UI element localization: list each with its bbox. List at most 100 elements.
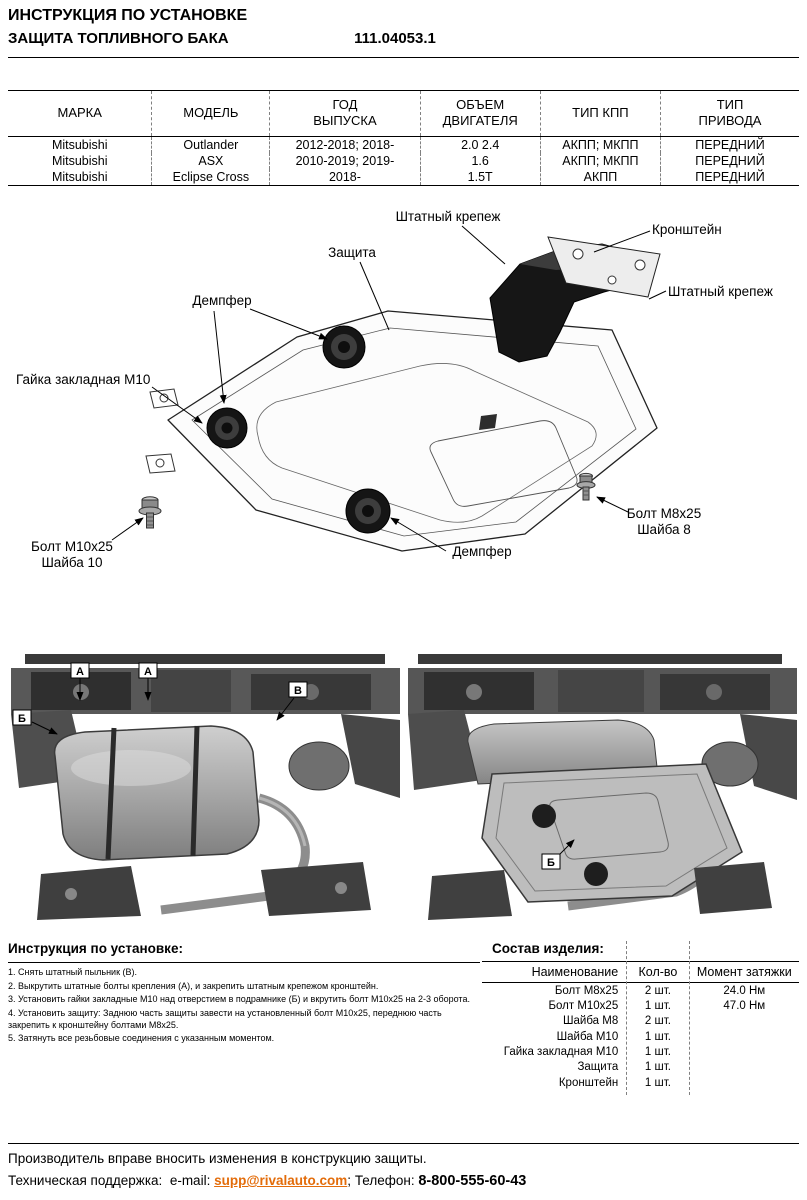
label-standard-fastener-right: Штатный крепеж (668, 284, 773, 299)
manufacturer-note: Производитель вправе вносить изменения в… (8, 1151, 427, 1166)
parts-cell: 24.0 Нм (723, 984, 766, 997)
parts-row: Шайба М10 1 шт. (482, 1029, 799, 1044)
parts-cell: 1 шт. (644, 999, 671, 1012)
fitment-cell: Mitsubishi (51, 169, 108, 184)
photo-after-install: Б (408, 654, 797, 920)
page-title: ИНСТРУКЦИЯ ПО УСТАНОВКЕ (8, 7, 248, 24)
parts-cell: 1 шт. (644, 1046, 671, 1058)
fitment-header-brand: МАРКА (8, 90, 152, 137)
parts-cell (690, 1029, 799, 1044)
fitment-row: Mitsubishi Eclipse Cross 2018- 1.5T АКПП… (8, 168, 799, 185)
marker-B-right: Б (541, 839, 575, 870)
parts-divider (626, 941, 627, 1095)
label-bolt-m10: Болт М10х25 (31, 539, 113, 554)
parts-row: Кронштейн 1 шт. (482, 1075, 799, 1090)
phone-number: 8-800-555-60-43 (418, 1173, 527, 1189)
assembly-diagram-svg: Штатный крепеж Кронштейн Защита Штатный … (16, 209, 773, 570)
label-standard-fastener-top: Штатный крепеж (396, 209, 501, 224)
instruction-step: 2. Выкрутить штатные болты крепления (А)… (8, 980, 379, 991)
instruction-step: 3. Установить гайки закладные М10 над от… (8, 994, 470, 1005)
label-washer-10: Шайба 10 (41, 555, 102, 570)
support-label: Техническая поддержка: (8, 1173, 163, 1188)
fitment-header-engine: ОБЪЕМ ДВИГАТЕЛЯ (419, 90, 541, 137)
instruction-step: 1. Снять штатный пыльник (В). (8, 967, 138, 977)
parts-cell (690, 1060, 799, 1075)
svg-text:В: В (294, 685, 302, 697)
parts-list: Состав изделия: Наименование Кол-во Моме… (482, 941, 799, 1101)
parts-cell: Болт М8х25 (554, 984, 619, 997)
subframe (428, 862, 772, 920)
footer-divider (8, 1143, 799, 1144)
damper-bottom (345, 488, 391, 534)
fitment-cell: Eclipse Cross (151, 168, 270, 185)
photo-before-install: А А В Б (11, 654, 400, 920)
part-number: 111.04053.1 (354, 30, 436, 47)
label-rivet-nut: Гайка закладная М10 (16, 372, 150, 387)
fitment-cell: 2010-2019; 2019- (269, 152, 421, 169)
parts-header-qty: Кол-во (626, 961, 690, 983)
svg-text:А: А (144, 666, 152, 678)
parts-cell (690, 1014, 799, 1029)
parts-cell (690, 1075, 799, 1090)
fitment-header-model: МОДЕЛЬ (151, 90, 270, 137)
parts-row: Болт М10х25 1 шт. 47.0 Нм (482, 998, 799, 1013)
fitment-table: МАРКА МОДЕЛЬ ГОД ВЫПУСКА ОБЪЕМ ДВИГАТЕЛЯ… (8, 90, 799, 186)
diagram-labels: Штатный крепеж Кронштейн Защита Штатный … (16, 209, 773, 570)
parts-header-torque: Момент затяжки (689, 961, 799, 983)
svg-text:А: А (76, 666, 84, 678)
instruction-step: 4. Установить защиту: Заднюю часть защит… (8, 1008, 442, 1030)
fitment-header-gearbox: ТИП КПП (539, 90, 661, 137)
marker-V: В (276, 681, 308, 721)
protection-plate (145, 310, 658, 552)
fitment-cell: 2012-2018; 2018- (269, 136, 421, 153)
fitment-header-row: МАРКА МОДЕЛЬ ГОД ВЫПУСКА ОБЪЕМ ДВИГАТЕЛЯ… (8, 90, 799, 137)
parts-cell: 1 шт. (644, 1076, 671, 1089)
marker-A1: А (70, 662, 90, 701)
fitment-cell: ASX (151, 152, 270, 169)
mounting-bracket (489, 236, 661, 363)
fitment-cell: АКПП; МКПП (539, 136, 661, 153)
bolt-m10-icon (138, 496, 162, 529)
parts-heading: Состав изделия: (492, 941, 604, 956)
parts-cell: 1 шт. (644, 1030, 671, 1043)
fitment-cell: ПЕРЕДНИЙ (660, 136, 799, 153)
marker-B: Б (12, 709, 58, 735)
label-shield: Защита (328, 245, 376, 260)
photo-markers-left: А А В Б (12, 662, 308, 735)
parts-cell: 1 шт. (644, 1061, 671, 1074)
label-bolt-m8: Болт М8х25 (627, 506, 701, 521)
header-divider (8, 57, 799, 58)
parts-cell: Кронштейн (558, 1076, 619, 1089)
product-title: ЗАЩИТА ТОПЛИВНОГО БАКА (8, 30, 229, 47)
parts-row: Болт М8х25 2 шт. 24.0 Нм (482, 983, 799, 999)
fitment-cell: Outlander (151, 136, 270, 153)
fitment-cell: АКПП (539, 168, 661, 185)
parts-row: Гайка закладная М10 1 шт. (482, 1045, 799, 1060)
svg-text:Б: Б (547, 857, 555, 869)
fitment-cell: ПЕРЕДНИЙ (660, 168, 799, 185)
damper-left (206, 407, 248, 449)
label-washer-8: Шайба 8 (637, 522, 691, 537)
support-line: Техническая поддержка: e-mail: supp@riva… (8, 1173, 526, 1189)
underbody-structure (11, 654, 400, 798)
parts-cell: 2 шт. (644, 1015, 671, 1028)
phone-label: Телефон: (354, 1173, 415, 1188)
fitment-row: Mitsubishi Outlander 2012-2018; 2018- 2.… (8, 136, 799, 153)
label-damper-top: Демпфер (192, 293, 251, 308)
fuel-tank (53, 725, 260, 861)
fitment-header-drive: ТИП ПРИВОДА (660, 90, 799, 137)
parts-cell: Защита (577, 1061, 619, 1074)
svg-text:Б: Б (18, 713, 26, 725)
subframe (37, 862, 371, 920)
label-damper-bottom: Демпфер (452, 544, 511, 559)
separator: ; (347, 1173, 352, 1188)
fitment-cell: ПЕРЕДНИЙ (660, 152, 799, 169)
email-link[interactable]: supp@rivalauto.com (214, 1173, 348, 1188)
damper-top (322, 325, 366, 369)
fitment-cell: 2.0 2.4 (419, 136, 541, 153)
assembly-diagram: Штатный крепеж Кронштейн Защита Штатный … (0, 204, 807, 644)
parts-cell: 2 шт. (644, 984, 671, 997)
fitment-cell: 1.5T (419, 168, 541, 185)
underbody-structure (408, 654, 797, 800)
